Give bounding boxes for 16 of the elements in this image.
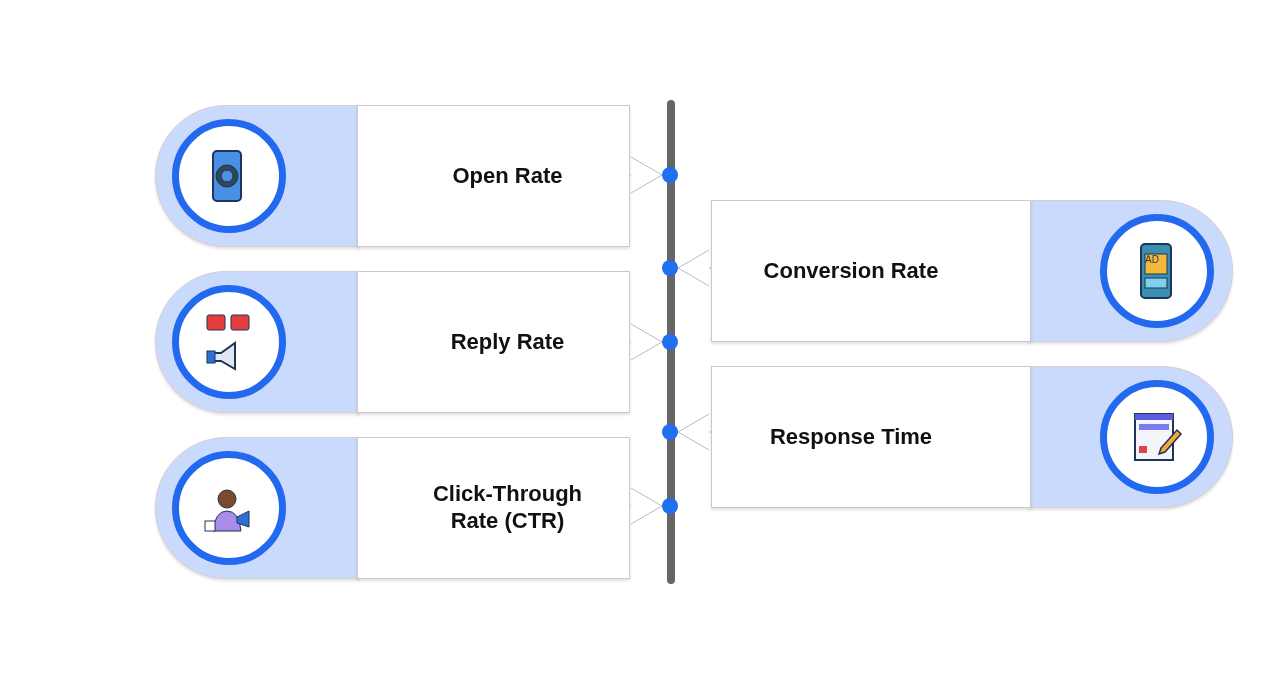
metric-title: Reply Rate — [450, 328, 565, 356]
timeline-dot — [662, 424, 678, 440]
timeline-dot — [662, 498, 678, 514]
pointer-connector — [629, 323, 663, 361]
timeline-dot — [662, 167, 678, 183]
pointer-connector — [629, 487, 663, 525]
timeline-dot — [662, 334, 678, 350]
metric-title: Conversion Rate — [763, 257, 939, 285]
metric-title: Click-Through Rate (CTR) — [431, 481, 584, 535]
metric-title: Open Rate — [452, 162, 563, 190]
pointer-connector — [677, 413, 712, 451]
pointer-connector — [629, 156, 663, 194]
metric-title: Response Time — [769, 423, 933, 451]
pointer-connector — [677, 249, 712, 287]
screen-text: AD — [1145, 254, 1159, 265]
timeline-dot — [662, 260, 678, 276]
